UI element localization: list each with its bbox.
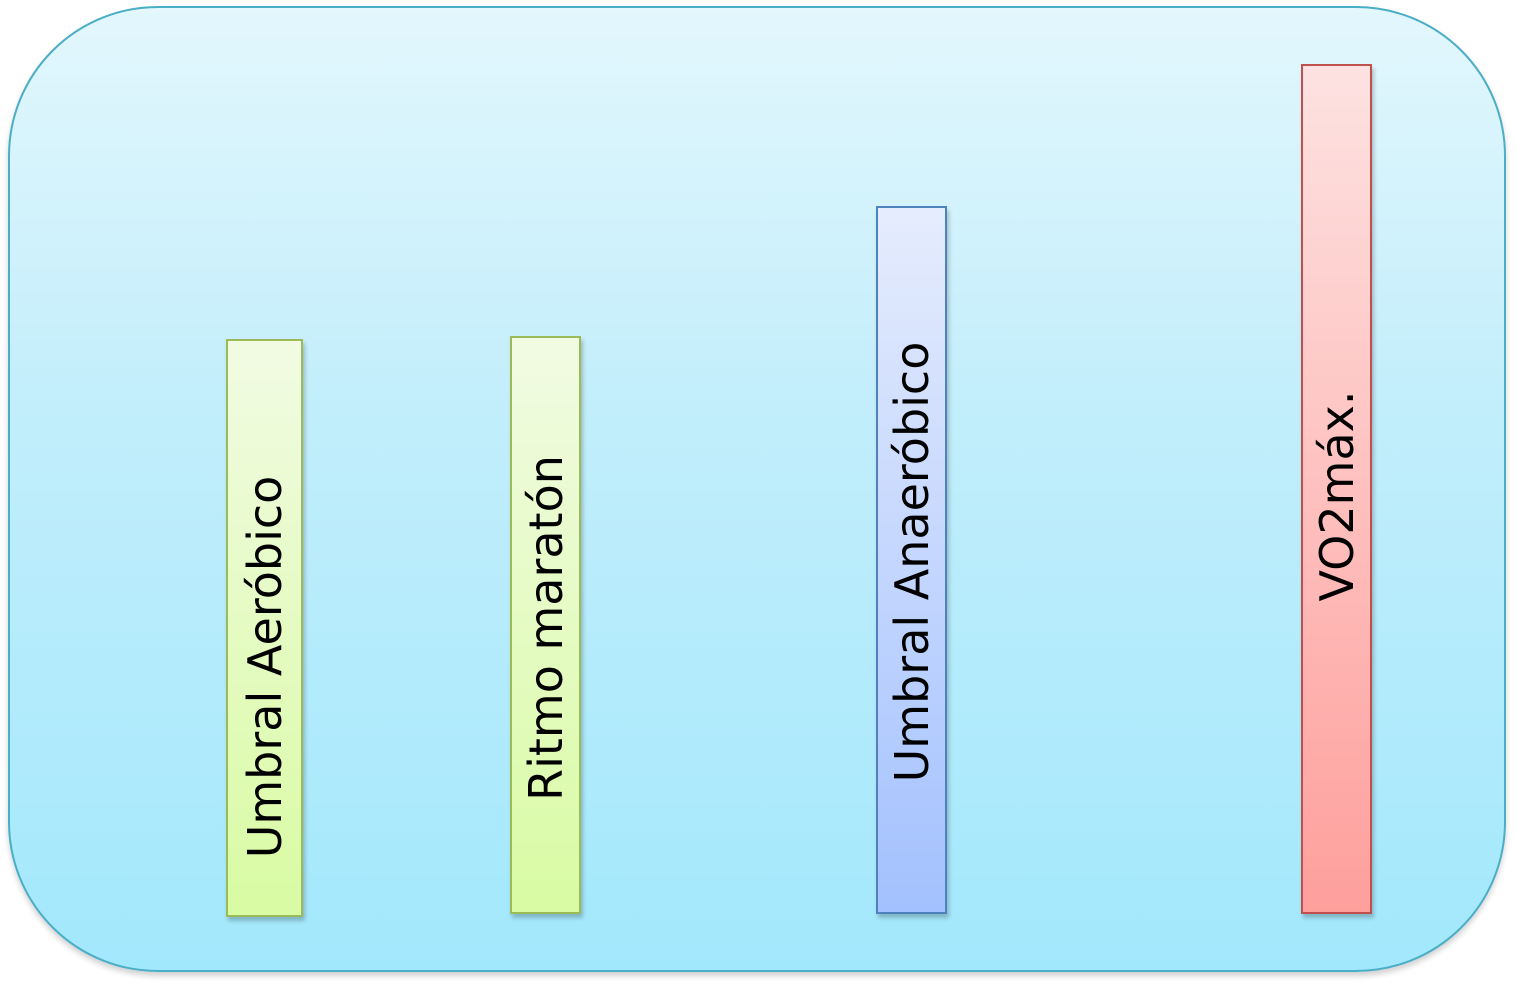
bar-label-umbral-aerobico: Umbral Aeróbico bbox=[237, 475, 292, 859]
bar-vo2max: VO2máx. bbox=[1301, 64, 1372, 914]
bar-label-ritmo-maraton: Ritmo maratón bbox=[518, 455, 573, 801]
bar-umbral-anaerobico: Umbral Anaeróbico bbox=[876, 206, 947, 914]
bar-label-vo2max: VO2máx. bbox=[1309, 390, 1364, 602]
bar-ritmo-maraton: Ritmo maratón bbox=[510, 336, 581, 914]
bar-label-umbral-anaerobico: Umbral Anaeróbico bbox=[884, 341, 939, 783]
bar-umbral-aerobico: Umbral Aeróbico bbox=[226, 339, 303, 917]
